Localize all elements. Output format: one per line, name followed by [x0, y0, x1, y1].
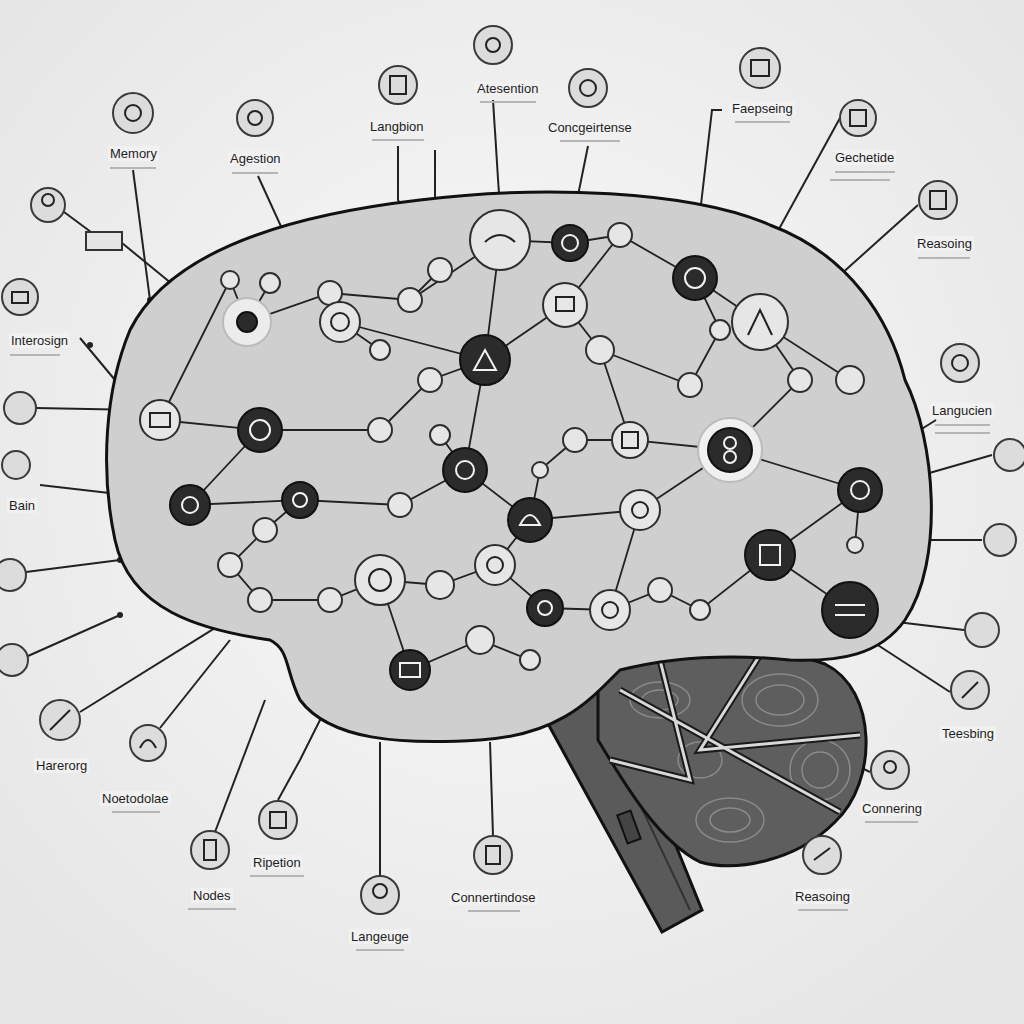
region-label: Harerorg [34, 758, 89, 773]
region-label: Interosign [9, 333, 70, 348]
region-label: Connertindose [449, 890, 538, 905]
region-label: Reasoing [915, 236, 974, 251]
brainstem-mark [617, 811, 640, 844]
cerebellum-bands [610, 655, 860, 812]
region-label: Langucien [930, 403, 994, 418]
network-nodes [140, 210, 882, 690]
region-label: Concgeirtense [546, 120, 634, 135]
network-lines [160, 235, 860, 670]
region-label: Langeuge [349, 929, 411, 944]
region-label: Connering [860, 801, 924, 816]
cerebellum-bands-light [610, 655, 860, 812]
region-label: Teesbing [940, 726, 996, 741]
cerebrum-outline [107, 192, 932, 742]
region-label: Nodes [191, 888, 233, 903]
region-label: Faepseing [730, 101, 795, 116]
leader-lines [26, 100, 992, 876]
cerebellum [598, 651, 866, 866]
region-label: Gechetide [833, 150, 896, 165]
region-label: Noetodolae [100, 791, 171, 806]
illegible-subtext [10, 102, 995, 950]
region-label: Memory [108, 146, 159, 161]
region-label: Atesention [475, 81, 540, 96]
outer-icons [0, 26, 1024, 914]
region-label: Langbion [368, 119, 426, 134]
region-label: Agestion [228, 151, 283, 166]
region-label: Bain [7, 498, 37, 513]
region-label: Ripetion [251, 855, 303, 870]
region-label: Reasoing [793, 889, 852, 904]
